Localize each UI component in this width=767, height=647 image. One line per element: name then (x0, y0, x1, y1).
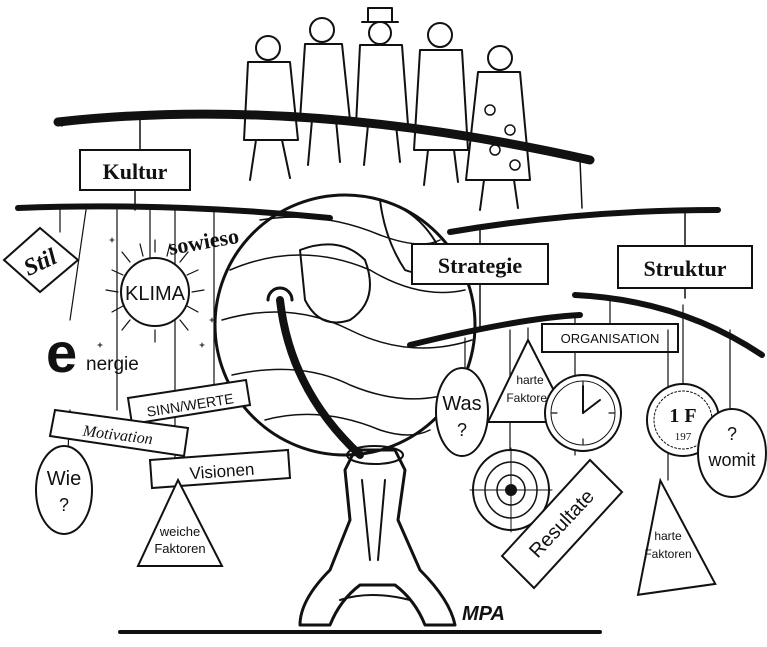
top-pole (53, 109, 595, 165)
womit-text-1: ? (727, 424, 737, 444)
sinn-werte-label: SINN/WERTE (126, 378, 252, 426)
coin-text-top: 1 F (669, 405, 696, 427)
globe-stand (298, 445, 457, 627)
klima-sun: KLIMA (105, 239, 205, 343)
motivation-label: Motivation (48, 408, 190, 458)
kultur-text: Kultur (103, 159, 168, 184)
harte1-text-1: harte (516, 373, 544, 387)
weiche-text-2: Faktoren (154, 541, 205, 556)
harte2-text-2: Faktoren (644, 547, 691, 561)
womit-oval: ? womit (697, 408, 767, 498)
coin-text-bottom: 197 (675, 431, 692, 443)
weiche-text-1: weiche (159, 524, 200, 539)
strategie-text: Strategie (438, 253, 523, 278)
was-oval: Was ? (435, 367, 489, 457)
struktur-text: Struktur (643, 256, 726, 281)
harte-faktoren-triangle-2: harte Faktoren (636, 477, 717, 596)
harte2-text-1: harte (654, 529, 682, 543)
weiche-faktoren-triangle: weiche Faktoren (136, 477, 224, 567)
kultur-label: Kultur (79, 149, 191, 191)
wie-oval: Wie ? (35, 445, 93, 535)
visionen-text: Visionen (189, 460, 255, 483)
klima-text: KLIMA (125, 283, 186, 305)
struktur-bar (572, 292, 765, 358)
organisation-text: ORGANISATION (561, 331, 660, 346)
target-icon (469, 447, 553, 533)
meridian-arc (276, 296, 364, 459)
upper-right-bar (447, 207, 721, 235)
sowieso-text: sowieso (167, 223, 241, 260)
womit-text-2: womit (707, 450, 755, 470)
decorative-stars (97, 237, 215, 348)
struktur-label: Struktur (617, 245, 753, 289)
clock-icon (544, 374, 622, 452)
group-of-people (243, 7, 531, 211)
energie-initial: e (46, 321, 77, 384)
stil-diamond: Stil (2, 226, 80, 294)
signature-text: MPA (462, 603, 505, 625)
visionen-label: Visionen (148, 448, 292, 490)
organisation-label: ORGANISATION (541, 323, 679, 353)
was-text-2: ? (457, 420, 467, 440)
kultur-bar (15, 203, 333, 221)
was-text-1: Was (442, 393, 481, 415)
energie-rest: nergie (86, 354, 139, 375)
wie-text-2: ? (59, 495, 69, 515)
strategie-bar (407, 312, 583, 348)
strategie-label: Strategie (411, 243, 549, 285)
harte1-text-2: Faktoren (506, 391, 553, 405)
energie-word: e nergie (46, 321, 139, 384)
wie-text-1: Wie (47, 468, 81, 490)
